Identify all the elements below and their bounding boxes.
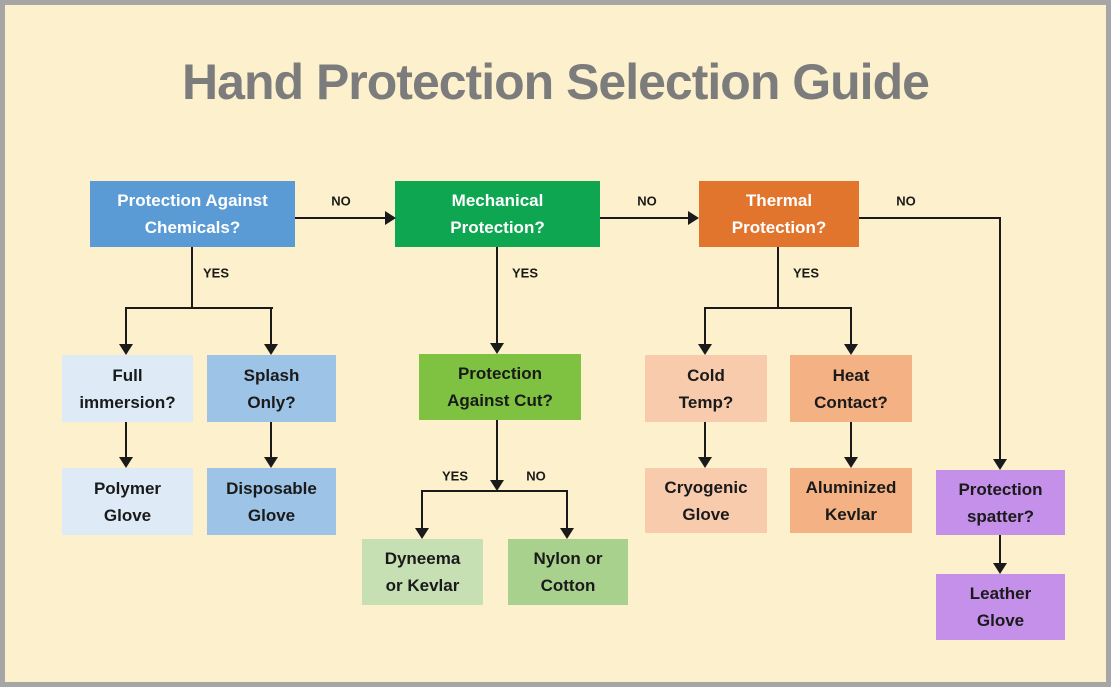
edge-thermal-no-line (859, 217, 1001, 219)
node-leather-glove: Leather Glove (936, 574, 1065, 640)
edge-thermal-yes-stem (777, 247, 779, 308)
node-label-line: Glove (247, 505, 296, 525)
node-label-line: spatter? (966, 506, 1035, 526)
edge-to-full-immersion (125, 307, 127, 345)
edge-to-disposable (270, 422, 272, 458)
edge-chem-yes-stem (191, 247, 193, 308)
edge-to-aluminized (850, 422, 852, 458)
arrowhead (993, 563, 1007, 574)
node-label-line: Glove (976, 611, 1025, 630)
node-protection-spatter: Protection spatter? (936, 470, 1065, 535)
node-label-line: Contact? (814, 392, 888, 412)
node-label-line: Mechanical (451, 191, 544, 210)
node-label-line: Full (112, 365, 143, 385)
edge-thermal-no-line (999, 217, 1001, 460)
node-label-line: Protection? (731, 218, 827, 237)
node-label-line: Heat (832, 365, 870, 385)
page-title: Hand Protection Selection Guide (182, 54, 930, 110)
edge-to-dyneema (421, 490, 423, 529)
node-label-line: Cold (687, 365, 725, 385)
edge-chem-yes-split (126, 307, 273, 309)
node-label-line: immersion? (79, 392, 176, 412)
edge-to-cold (704, 307, 706, 345)
edge-thermal-yes-split (705, 307, 852, 309)
node-polymer-glove: Polymer Glove (62, 468, 193, 535)
node-label-line: Disposable (226, 478, 317, 498)
arrowhead (993, 459, 1007, 470)
edge-to-leather (999, 535, 1001, 564)
node-label-line: Protection? (450, 218, 545, 237)
edge-mech-yes-stem (496, 247, 498, 344)
edge-to-polymer (125, 422, 127, 458)
node-label-line: Glove (682, 504, 730, 524)
node-label-line: Nylon or (533, 549, 603, 568)
arrowhead (264, 344, 278, 355)
node-mechanical: Mechanical Protection? (395, 181, 600, 247)
arrowhead (698, 344, 712, 355)
edge-mech-no-line (600, 217, 688, 219)
edge-to-splash-only (270, 307, 272, 345)
arrowhead (698, 457, 712, 468)
edge-to-heat (850, 307, 852, 345)
node-label-line: Dyneema (384, 549, 461, 568)
edge-label-no: NO (637, 193, 657, 209)
node-label-line: Thermal (745, 191, 813, 210)
arrowhead (385, 211, 396, 225)
node-label-line: Chemicals? (144, 218, 241, 237)
node-label-line: Protection Against (117, 191, 268, 210)
node-label-line: Protection (958, 479, 1043, 499)
edge-label-yes: YES (792, 265, 820, 281)
node-against-cut: Protection Against Cut? (419, 354, 581, 420)
node-full-immersion: Full immersion? (62, 355, 193, 422)
node-label-line: or Kevlar (385, 576, 460, 595)
edge-to-nylon (566, 490, 568, 529)
arrowhead (688, 211, 699, 225)
node-label-line: Aluminized (805, 477, 897, 497)
node-cold-temp: Cold Temp? (645, 355, 767, 422)
node-label-line: Leather (969, 584, 1032, 603)
arrowhead (490, 480, 504, 491)
edge-cut-stem (496, 420, 498, 481)
node-nylon-cotton: Nylon or Cotton (508, 539, 628, 605)
node-label-line: Protection (457, 364, 543, 383)
node-label-line: Only? (247, 392, 296, 412)
edge-cut-split (422, 490, 568, 492)
node-dyneema-kevlar: Dyneema or Kevlar (362, 539, 483, 605)
node-splash-only: Splash Only? (207, 355, 336, 422)
arrowhead (490, 343, 504, 354)
node-label-line: Cryogenic (664, 477, 748, 497)
node-aluminized-kevlar: Aluminized Kevlar (790, 468, 912, 533)
node-label-line: Against Cut? (447, 391, 553, 410)
arrowhead (844, 457, 858, 468)
node-label-line: Temp? (678, 392, 734, 412)
arrowhead (415, 528, 429, 539)
node-label-line: Polymer (93, 478, 162, 498)
edge-label-no: NO (896, 193, 916, 209)
edge-label-no: NO (526, 468, 546, 484)
node-label-line: Cotton (540, 576, 596, 595)
node-disposable-glove: Disposable Glove (207, 468, 336, 535)
edge-label-no: NO (331, 193, 351, 209)
node-heat-contact: Heat Contact? (790, 355, 912, 422)
edge-chem-no-line (295, 217, 385, 219)
edge-to-cryogenic (704, 422, 706, 458)
node-label-line: Splash (243, 365, 300, 385)
edge-label-yes: YES (202, 265, 230, 281)
node-label-line: Kevlar (825, 504, 877, 524)
arrowhead (264, 457, 278, 468)
edge-label-yes: YES (511, 265, 539, 281)
node-chemicals: Protection Against Chemicals? (90, 181, 295, 247)
arrowhead (844, 344, 858, 355)
arrowhead (119, 344, 133, 355)
node-label-line: Glove (103, 505, 152, 525)
node-thermal: Thermal Protection? (699, 181, 859, 247)
arrowhead (119, 457, 133, 468)
arrowhead (560, 528, 574, 539)
edge-label-yes: YES (441, 468, 469, 484)
node-cryogenic-glove: Cryogenic Glove (645, 468, 767, 533)
